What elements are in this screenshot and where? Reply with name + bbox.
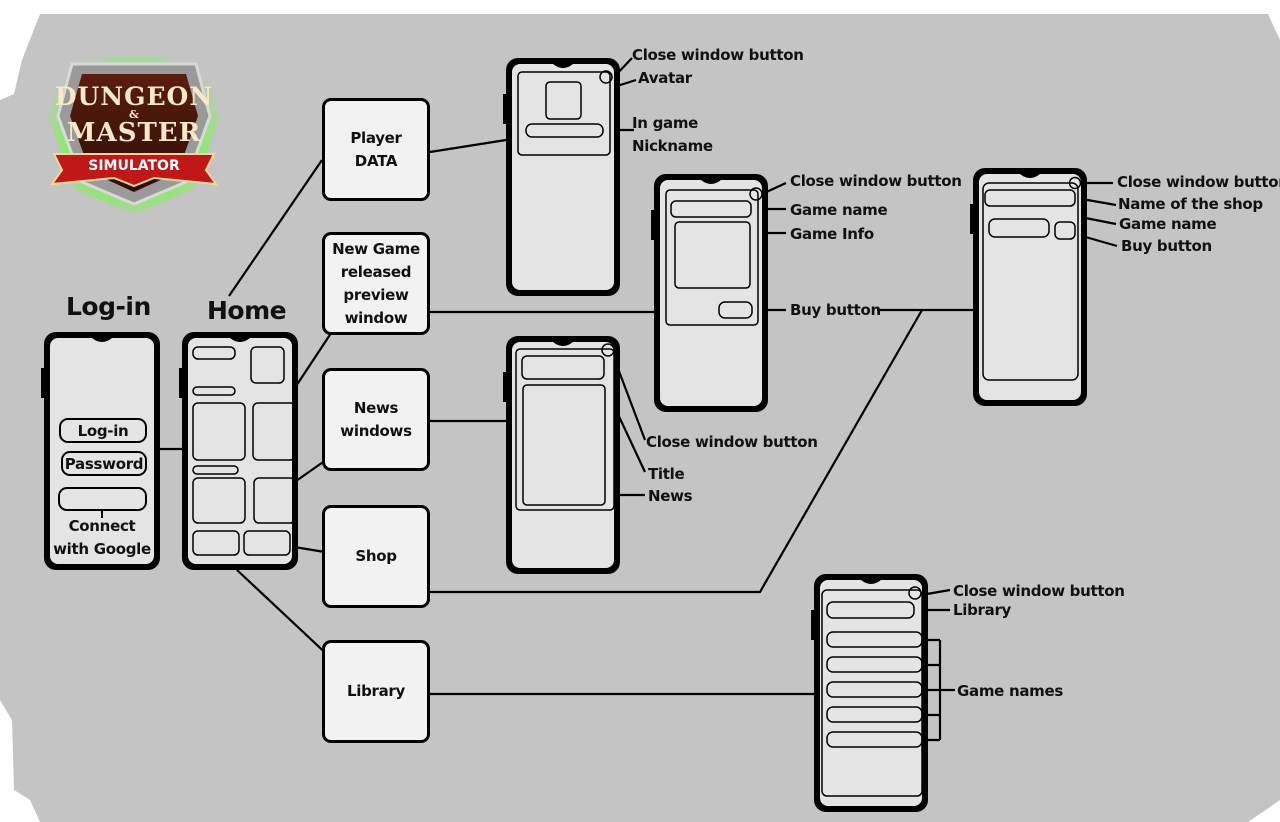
home-phone xyxy=(179,332,298,570)
game-preview-phone xyxy=(651,174,768,412)
logo-line2: MASTER xyxy=(66,118,202,148)
login-field[interactable]: Log-in xyxy=(59,418,147,443)
dungeon-master-logo: DUNGEON & MASTER SIMULATOR xyxy=(44,44,224,216)
avatar-label: Avatar xyxy=(638,69,692,87)
google-connect-button[interactable] xyxy=(58,487,147,511)
library-node[interactable]: Library xyxy=(322,640,430,743)
shop-node[interactable]: Shop xyxy=(322,505,430,608)
news-content-label: News xyxy=(648,487,693,505)
preview-close-label: Close window button xyxy=(790,172,962,190)
library-game-names-label: Game names xyxy=(957,682,1063,700)
logo-ampersand: & xyxy=(129,108,139,121)
news-windows-node[interactable]: News windows xyxy=(322,368,430,471)
nickname-label: In game Nickname xyxy=(632,114,713,155)
logo-shield-icon xyxy=(48,56,220,214)
library-title-label: Library xyxy=(953,601,1012,619)
shop-buy-label: Buy button xyxy=(1121,237,1212,255)
news-phone xyxy=(503,336,620,574)
shop-close-label: Close window button xyxy=(1117,173,1280,191)
player-data-node[interactable]: Player DATA xyxy=(322,98,430,201)
preview-game-info-label: Game Info xyxy=(790,225,874,243)
google-connect-caption: Connect with Google xyxy=(53,517,151,558)
player-data-phone xyxy=(503,58,620,296)
new-game-node[interactable]: New Game released preview window xyxy=(322,232,430,335)
player-close-label: Close window button xyxy=(632,46,804,64)
shop-name-label: Name of the shop xyxy=(1118,195,1263,213)
preview-buy-label: Buy button xyxy=(790,301,881,319)
library-close-label: Close window button xyxy=(953,582,1125,600)
news-close-label: Close window button xyxy=(646,433,818,451)
logo-banner: SIMULATOR xyxy=(88,158,180,174)
library-phone xyxy=(811,574,928,812)
shop-phone xyxy=(970,168,1087,406)
preview-game-name-label: Game name xyxy=(790,201,888,219)
logo-line1: DUNGEON xyxy=(54,82,214,111)
shop-game-name-label: Game name xyxy=(1119,215,1217,233)
home-title: Home xyxy=(207,296,287,325)
login-title: Log-in xyxy=(66,292,151,321)
diagram-background xyxy=(0,14,1280,822)
news-title-label: Title xyxy=(648,465,685,483)
password-field[interactable]: Password xyxy=(61,451,147,476)
